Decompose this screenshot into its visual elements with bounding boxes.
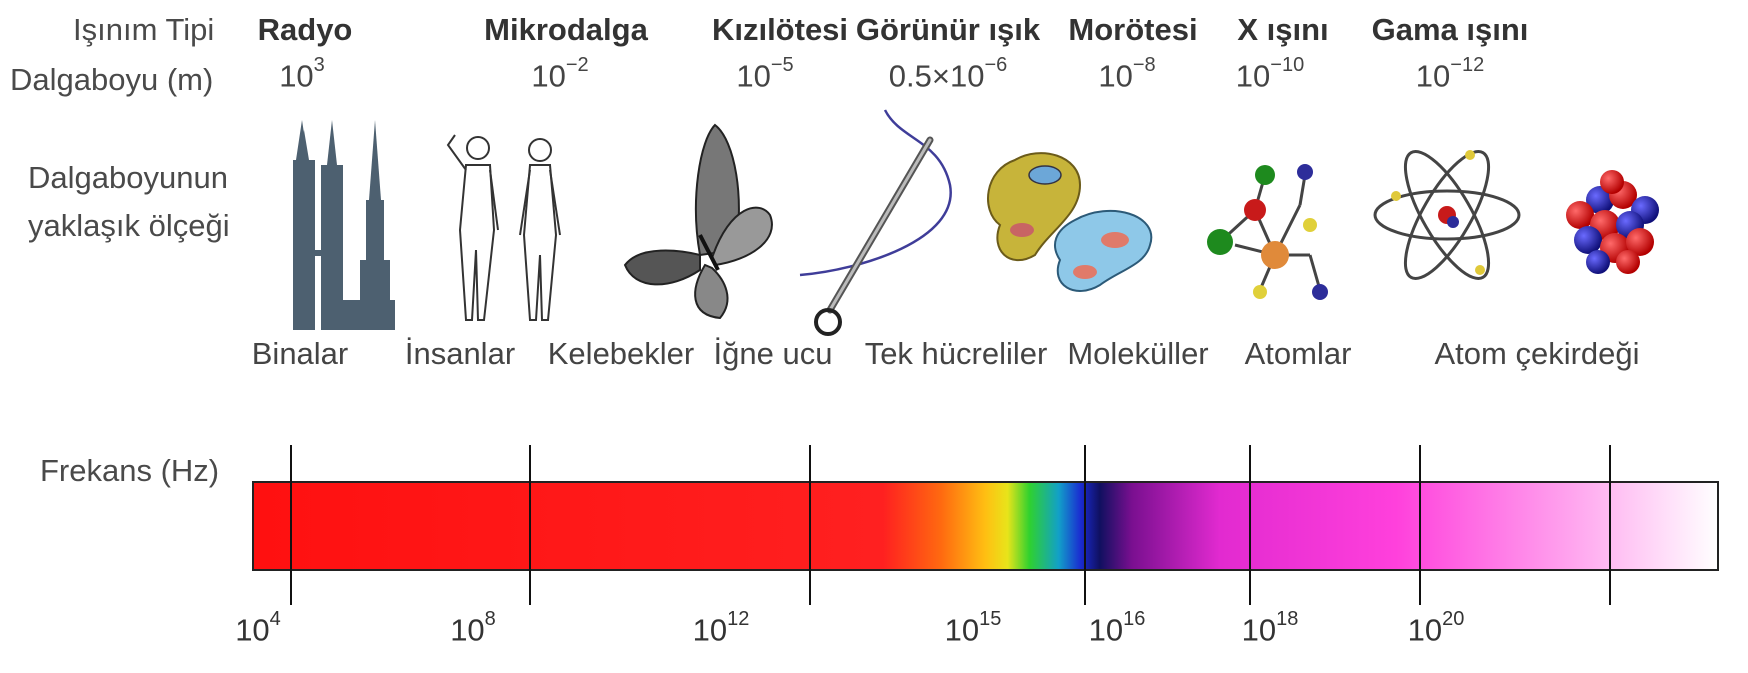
frequency-spectrum-bar <box>253 482 1718 570</box>
atom-icon <box>1375 141 1519 290</box>
cells-icon <box>988 153 1151 291</box>
buildings-icon <box>293 120 395 330</box>
needle-icon <box>800 110 951 334</box>
butterfly-icon <box>625 125 772 318</box>
molecule-icon <box>1207 164 1328 300</box>
humans-icon <box>448 135 560 320</box>
nucleus-icon <box>1566 170 1659 274</box>
